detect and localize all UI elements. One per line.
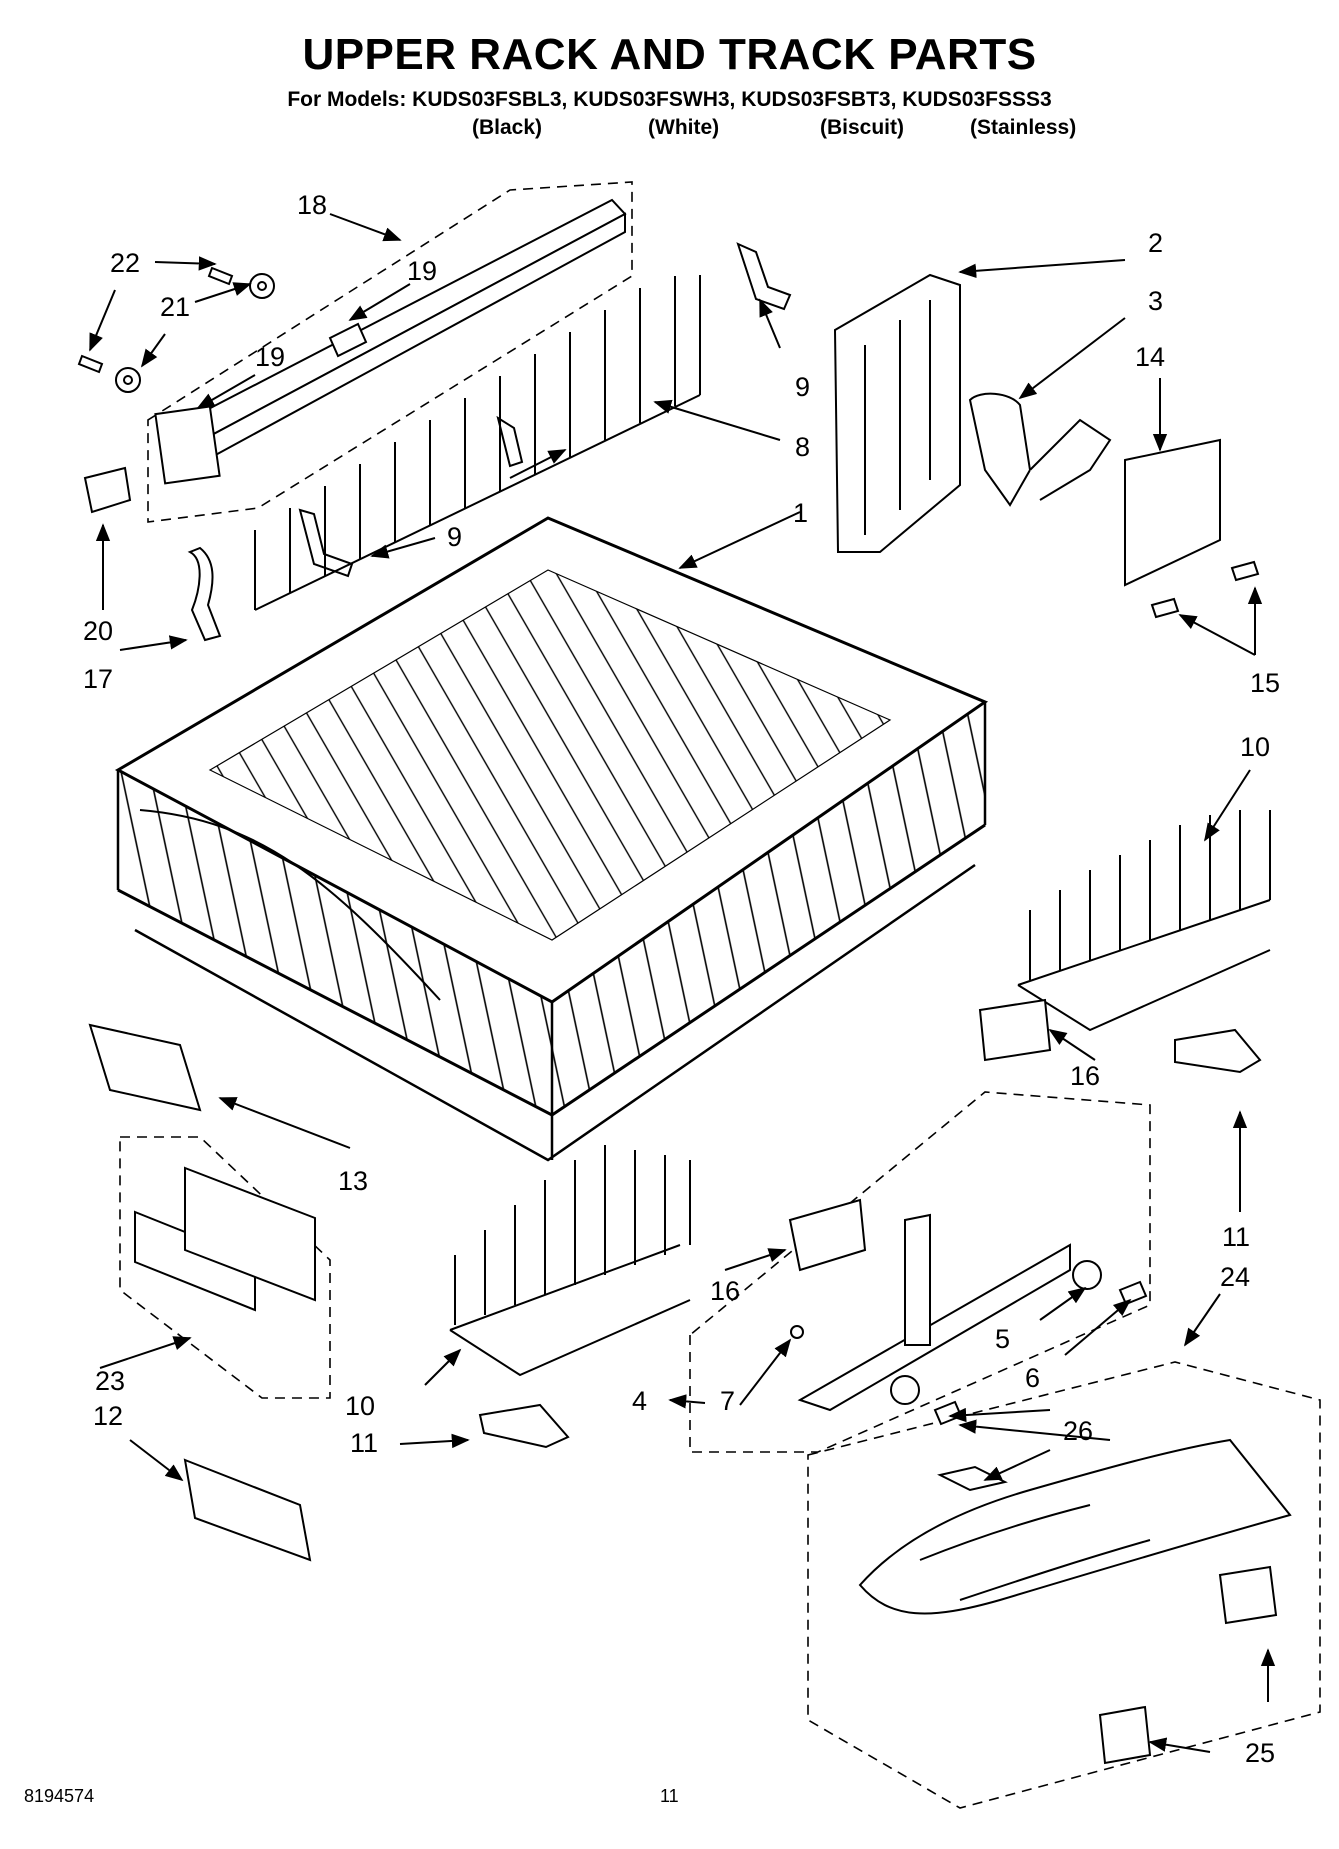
- handle-23-back: [184, 1166, 316, 1302]
- wheel-5a: [1072, 1260, 1102, 1290]
- group-outline-track-assembly: [689, 1091, 1151, 1453]
- cup-shelf-left: [449, 1145, 691, 1449]
- callout-9-mid: 9: [447, 522, 462, 552]
- callout-labels: 18 22 21 19 19 20 17 2 3 14 15 9 8 1 9 1…: [83, 190, 1280, 1768]
- variant-black: (Black): [472, 116, 543, 139]
- handle-3: [968, 392, 1032, 507]
- group-outlines: [119, 181, 1321, 1809]
- track-channel: [797, 1243, 1071, 1412]
- page-number: 11: [660, 1786, 679, 1806]
- callout-5: 5: [995, 1324, 1010, 1354]
- callout-2: 2: [1148, 228, 1163, 258]
- clip-11-left: [478, 1403, 570, 1449]
- callout-25: 25: [1245, 1738, 1275, 1768]
- callout-21: 21: [160, 292, 190, 322]
- callout-14: 14: [1135, 342, 1165, 372]
- callout-23: 23: [95, 1366, 125, 1396]
- callout-3: 3: [1148, 286, 1163, 316]
- track-rail: [154, 198, 627, 485]
- clip-9-mid: [496, 415, 524, 468]
- page-title: UPPER RACK AND TRACK PARTS: [302, 30, 1037, 79]
- rack-interior-tines: [208, 569, 892, 941]
- right-track-end: [833, 273, 1260, 619]
- model-variants: (Black) (White) (Biscuit) (Stainless): [0, 116, 1339, 142]
- lower-tines: [858, 1438, 1292, 1765]
- callout-26: 26: [1063, 1416, 1093, 1446]
- bracket-12: [183, 1458, 312, 1562]
- callout-4: 4: [632, 1386, 647, 1416]
- group-outline-handle: [119, 1136, 331, 1399]
- group-outline-lower-tines: [807, 1361, 1321, 1809]
- rack-right-wires: [551, 701, 986, 1116]
- screw-22a: [207, 266, 234, 286]
- wheel-5b: [890, 1375, 920, 1405]
- screw-15a: [1230, 560, 1260, 582]
- rack-bottom-rim: [134, 863, 976, 1162]
- clip-25b: [1218, 1565, 1278, 1625]
- document-number: 8194574: [24, 1786, 95, 1806]
- callout-12: 12: [93, 1401, 123, 1431]
- variant-stainless: (Stainless): [970, 116, 1077, 139]
- clip-11-right: [1174, 1028, 1262, 1074]
- callout-11-left: 11: [350, 1428, 378, 1458]
- upper-rack: [114, 516, 989, 1162]
- variant-white: (White): [648, 116, 720, 139]
- screw-7: [790, 1325, 804, 1339]
- callout-13: 13: [338, 1166, 368, 1196]
- callout-10-left: 10: [345, 1391, 375, 1421]
- leader-lines: [89, 213, 1276, 1753]
- callout-17: 17: [83, 664, 113, 694]
- callout-6: 6: [1025, 1363, 1040, 1393]
- screw-22b: [77, 354, 104, 374]
- cap-14: [1124, 438, 1221, 587]
- axle-6b: [933, 1400, 963, 1426]
- top-left-hardware: [77, 242, 792, 642]
- callout-24: 24: [1220, 1262, 1250, 1292]
- group-outline-track-rail: [147, 181, 633, 523]
- clip-16-upper: [978, 998, 1052, 1062]
- callout-18: 18: [297, 190, 327, 220]
- callout-16-lower: 16: [710, 1276, 740, 1306]
- callout-7: 7: [720, 1386, 735, 1416]
- bracket-13: [88, 1023, 202, 1112]
- callout-10-right: 10: [1240, 732, 1270, 762]
- clip-25a: [1098, 1705, 1152, 1765]
- clip-16-lower: [788, 1198, 867, 1272]
- track-assembly: [788, 998, 1148, 1426]
- callout-20: 20: [83, 616, 113, 646]
- callout-1: 1: [793, 498, 808, 528]
- clip-9-top: [736, 242, 792, 311]
- clip-26: [937, 1465, 1008, 1492]
- axle-6a: [1118, 1280, 1148, 1306]
- clip-20: [83, 466, 132, 514]
- callout-16-upper: 16: [1070, 1061, 1100, 1091]
- rack-cross-wire: [139, 809, 441, 1001]
- callout-15: 15: [1250, 668, 1280, 698]
- callout-22: 22: [110, 248, 140, 278]
- cup-shelf-right: [1017, 810, 1271, 1074]
- callout-19-lower: 19: [255, 342, 285, 372]
- callout-9-top: 9: [795, 372, 810, 402]
- callout-11-right: 11: [1222, 1222, 1250, 1252]
- variant-biscuit: (Biscuit): [820, 116, 904, 139]
- left-lower-parts: [88, 1023, 316, 1562]
- callout-8: 8: [795, 432, 810, 462]
- models-line: For Models: KUDS03FSBL3, KUDS03FSWH3, KU…: [287, 88, 1052, 111]
- screw-15b: [1150, 597, 1180, 619]
- clip-17: [187, 546, 222, 642]
- callout-19-upper: 19: [407, 256, 437, 286]
- top-tine-row: [254, 275, 701, 611]
- track-end-2: [833, 273, 961, 553]
